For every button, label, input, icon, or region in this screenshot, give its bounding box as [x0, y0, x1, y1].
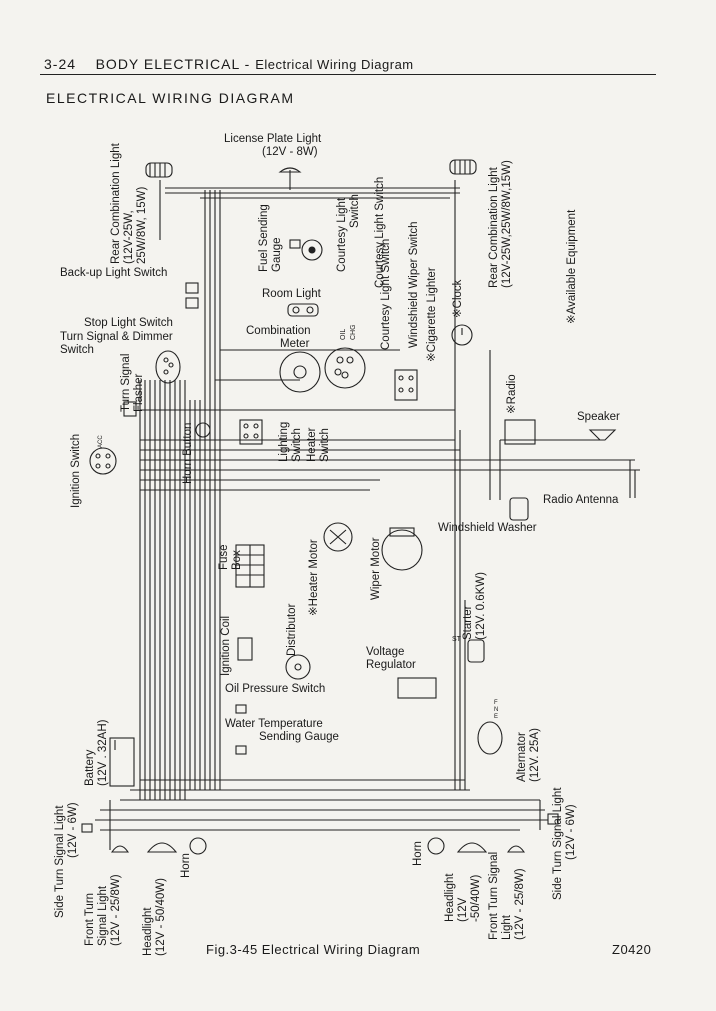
water-temp-icon: [235, 745, 247, 755]
license-plate-lamp: [278, 167, 302, 173]
label-radio: ※Radio: [506, 374, 518, 414]
label-horn-button: Horn Button: [182, 422, 194, 484]
section-title: BODY ELECTRICAL: [95, 56, 240, 72]
label-room-light: Room Light: [262, 288, 321, 300]
front-lights-right: [427, 813, 559, 855]
horizontal-runs: [95, 349, 640, 850]
label-rear-combo-left: Rear Combination Light (12V-25W, 25W/8W,…: [110, 143, 149, 264]
figure-code: Z0420: [612, 942, 652, 957]
fuel-gauge: [289, 239, 323, 261]
label-side-turn-right: Side Turn Signal Light (12V - 6W): [552, 787, 578, 900]
label-radio-antenna: Radio Antenna: [543, 494, 619, 506]
label-fuel-gauge: Fuel Sending Gauge: [258, 204, 284, 272]
label-available-equipment: ※Available Equipment: [566, 209, 578, 324]
subsection-title: Electrical Wiring Diagram: [255, 57, 414, 72]
label-heater-switch: Heater Switch: [306, 427, 332, 462]
radio-icon: [504, 419, 536, 445]
label-voltage-regulator: Voltage Regulator: [366, 646, 416, 672]
label-fne: F N E: [494, 700, 499, 720]
battery-icon: [109, 737, 135, 787]
label-stop-light-switch: Stop Light Switch: [84, 317, 173, 329]
room-light: [287, 303, 319, 317]
label-flasher: Turn Signal Flasher: [120, 353, 146, 412]
backup-switch: [185, 282, 199, 309]
label-lighting-switch: Lighting Switch: [278, 421, 304, 462]
label-wiper-motor: Wiper Motor: [370, 537, 382, 600]
horn-button-icon: [195, 422, 211, 438]
label-oil-pressure-switch: Oil Pressure Switch: [225, 683, 326, 695]
speaker-icon: [588, 429, 617, 441]
label-cigarette-lighter: ※Cigarette Lighter: [426, 267, 438, 362]
label-combination-meter: Combination Meter: [246, 325, 311, 351]
oil-pressure-switch-icon: [235, 704, 247, 714]
label-distributor: Distributor: [286, 603, 298, 656]
rear-bus: [159, 170, 460, 430]
combination-meter-icon: [279, 347, 366, 393]
label-oil: OIL: [340, 328, 347, 340]
label-courtesy-light-switch-lower: Courtesy Light Switch: [380, 238, 392, 350]
label-front-turn-left: Front Turn Signal Light (12V - 25/8W): [84, 874, 123, 946]
ignition-coil-icon: [237, 637, 253, 661]
label-battery: Battery (12V . 32AH): [84, 719, 110, 786]
label-horn-left: Horn: [180, 853, 192, 878]
alternator-icon: [477, 721, 503, 755]
label-horn-right: Horn: [412, 841, 424, 866]
header-rule: [40, 74, 656, 75]
label-water-temp: Water Temperature Sending Gauge: [225, 718, 339, 744]
ignition-switch-icon: [89, 447, 117, 475]
washer-icon: [509, 497, 529, 521]
wiper-switch-icon: [394, 369, 418, 401]
page-header: 3-24 BODY ELECTRICAL - Electrical Wiring…: [44, 56, 414, 72]
label-windshield-washer: Windshield Washer: [438, 522, 537, 534]
clock-icon: [451, 324, 473, 346]
heater-motor-icon: [323, 522, 353, 552]
starter-icon: [467, 639, 485, 663]
label-front-turn-right: Front Turn Signal Light (12V - 25/8W): [488, 851, 527, 940]
label-side-turn-left: Side Turn Signal Light (12V - 6W): [54, 802, 80, 918]
turn-dimmer-switch-icon: [155, 350, 181, 384]
label-speaker: Speaker: [577, 411, 620, 423]
label-license-plate: License Plate Light (12V - 8W): [224, 133, 322, 159]
label-ignition-switch: Ignition Switch: [70, 433, 82, 508]
figure-caption: Fig.3-45 Electrical Wiring Diagram: [206, 942, 421, 957]
distributor-icon: [285, 654, 311, 680]
diagram-title: ELECTRICAL WIRING DIAGRAM: [46, 90, 295, 106]
label-courtesy-switch: Courtesy Light Switch: [336, 194, 362, 272]
label-ignition-coil: Ignition Coil: [220, 615, 232, 676]
front-lights-left: [81, 823, 207, 855]
label-alternator: Alternator (12V. 25A): [516, 728, 542, 782]
label-starter: Starter (12V. 0.6KW): [462, 572, 488, 640]
flasher-icon: [123, 401, 137, 417]
label-heater-motor: ※Heater Motor: [308, 539, 320, 616]
rear-light-right: [449, 159, 477, 175]
wiper-motor-icon: [381, 527, 423, 571]
antenna-line: [629, 460, 636, 498]
label-headlight-left: Headlight (12V - 50/40W): [142, 878, 168, 956]
page-number: 3-24: [44, 56, 77, 72]
label-clock: ※Clock: [452, 279, 464, 318]
regulator-icon: [397, 677, 437, 699]
label-backup-switch: Back-up Light Switch: [60, 267, 168, 279]
label-chg: CHG: [350, 324, 357, 340]
label-wiper-switch: Windshield Wiper Switch: [408, 221, 420, 348]
lighting-switch-icon: [239, 419, 263, 445]
label-acc: ACC: [98, 435, 104, 448]
label-st: ST: [452, 636, 461, 643]
label-turn-dimmer: Turn Signal & Dimmer Switch: [60, 331, 173, 357]
fuse-box-icon: [235, 544, 265, 588]
rear-light-left: [145, 162, 173, 178]
label-headlight-right: Headlight (12V -50/40W): [444, 873, 483, 922]
label-rear-combo-right: Rear Combination Light (12V-25W,25W/8W,1…: [488, 160, 514, 288]
label-fuse-box: Fuse Box: [218, 544, 244, 570]
